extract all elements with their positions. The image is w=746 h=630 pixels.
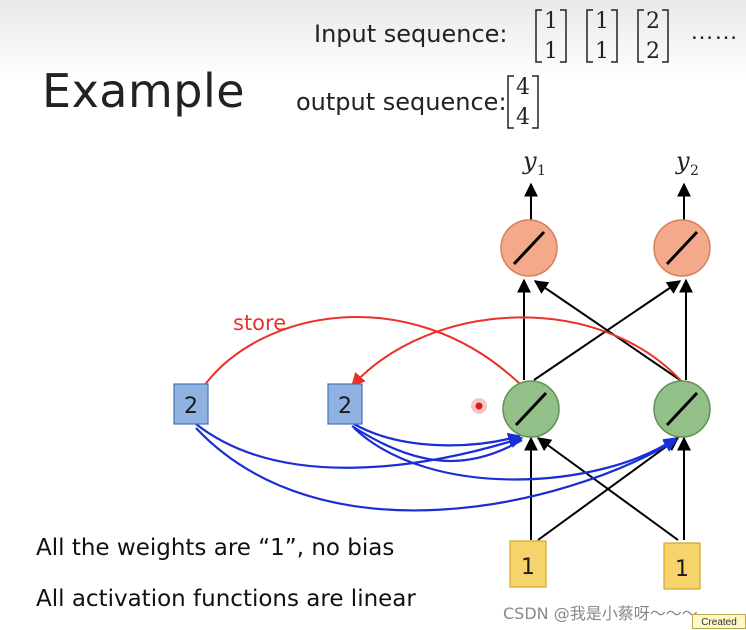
input-vector-3-top: 2 bbox=[646, 9, 660, 34]
input-vector-3: 2 2 bbox=[637, 9, 669, 64]
output-vector-1-top: 4 bbox=[516, 75, 530, 100]
svg-text:1: 1 bbox=[521, 555, 535, 580]
input-vector-1: 1 1 bbox=[535, 9, 567, 64]
input-vector-1-top: 1 bbox=[544, 9, 558, 34]
input-vector-3-bottom: 2 bbox=[646, 39, 660, 64]
input-sequence-label: Input sequence: bbox=[314, 20, 508, 48]
svg-text:y: y bbox=[522, 147, 537, 175]
input-vector-2-bottom: 1 bbox=[595, 39, 609, 64]
output-sequence-label: output sequence: bbox=[296, 88, 507, 116]
output-label-y2: y 2 bbox=[675, 147, 699, 179]
memory-cell-1: 2 bbox=[173, 383, 209, 425]
created-badge: Created bbox=[692, 614, 746, 629]
store-links bbox=[203, 315, 685, 388]
note-weights: All the weights are “1”, no bias bbox=[36, 535, 395, 561]
input-vector-1-bottom: 1 bbox=[544, 39, 558, 64]
input-hidden-arrows bbox=[524, 436, 691, 541]
header-background bbox=[0, 0, 746, 80]
output-node-2 bbox=[653, 219, 711, 277]
svg-text:2: 2 bbox=[690, 163, 699, 179]
hidden-output-arrows bbox=[517, 278, 693, 381]
output-label-y1: y 1 bbox=[522, 147, 546, 179]
output-node-1 bbox=[500, 219, 558, 277]
output-vector-1: 4 4 bbox=[507, 75, 539, 130]
input-vector-2-top: 1 bbox=[595, 9, 609, 34]
svg-text:2: 2 bbox=[184, 394, 198, 419]
svg-text:1: 1 bbox=[537, 163, 546, 179]
svg-text:y: y bbox=[675, 147, 690, 175]
output-vector-1-bottom: 4 bbox=[516, 105, 530, 130]
note-activation: All activation functions are linear bbox=[36, 586, 416, 612]
input-sequence-ellipsis: …… bbox=[690, 18, 738, 45]
hidden-node-2 bbox=[653, 380, 711, 438]
input-cell-1: 1 bbox=[509, 540, 547, 588]
input-cell-2: 1 bbox=[663, 542, 701, 590]
watermark: CSDN @我是小蔡呀～～～ bbox=[503, 604, 698, 623]
store-label: store bbox=[233, 311, 286, 335]
slide-title: Example bbox=[42, 64, 246, 118]
pointer-dot bbox=[471, 398, 487, 414]
memory-to-hidden-links bbox=[195, 423, 678, 512]
hidden-node-1 bbox=[502, 380, 560, 438]
svg-text:2: 2 bbox=[338, 394, 352, 419]
input-vector-2: 1 1 bbox=[586, 9, 618, 64]
memory-cell-2: 2 bbox=[327, 383, 363, 425]
svg-text:1: 1 bbox=[675, 557, 689, 582]
